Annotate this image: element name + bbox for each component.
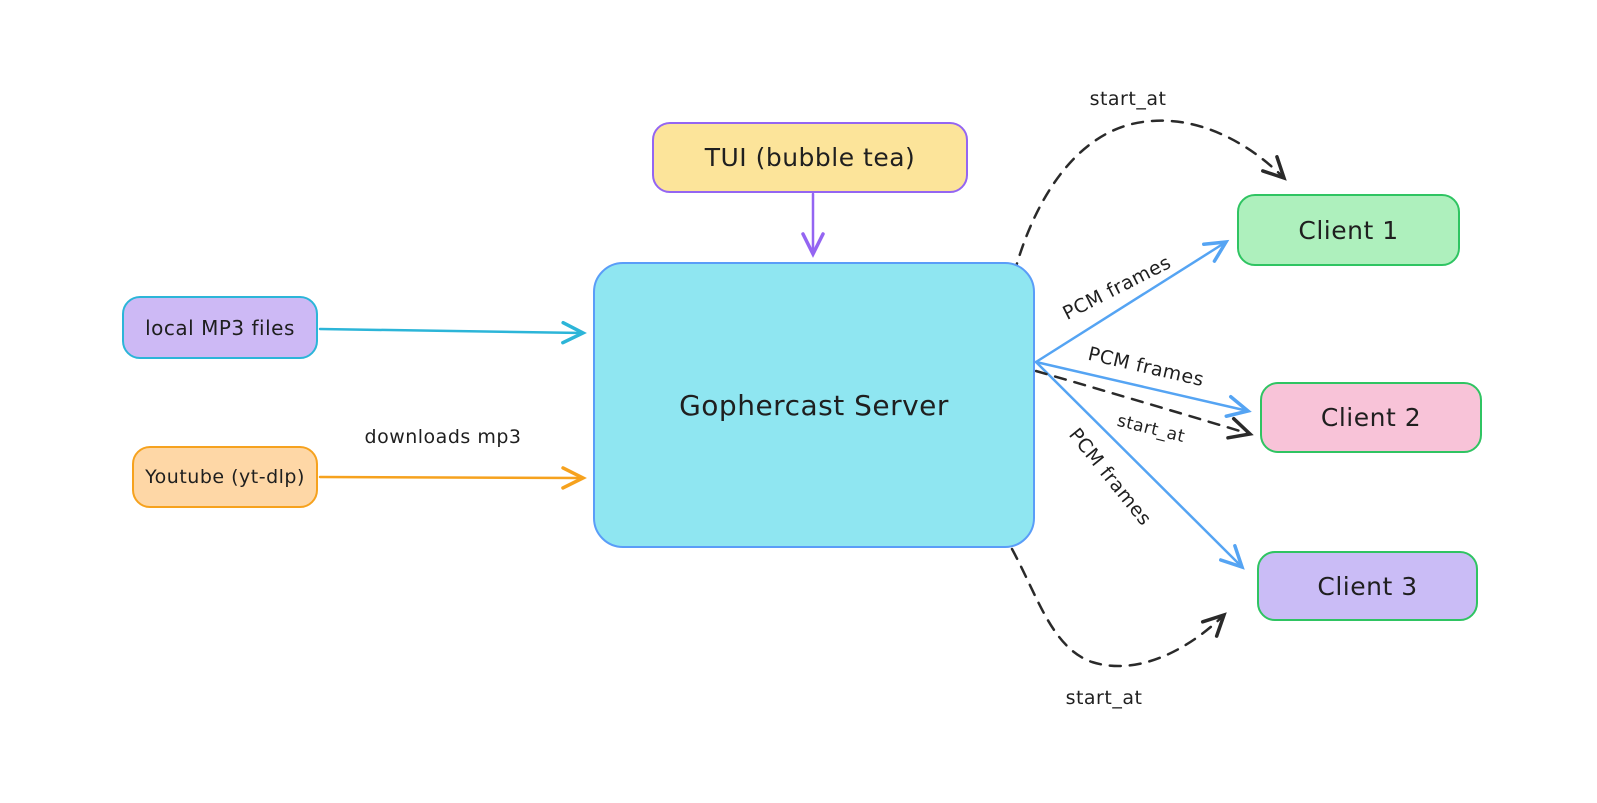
node-client-2: Client 2	[1260, 382, 1482, 453]
node-client-3: Client 3	[1257, 551, 1478, 621]
node-client2-label: Client 2	[1320, 403, 1422, 432]
node-local-mp3-files: local MP3 files	[122, 296, 318, 359]
node-client1-label: Client 1	[1298, 215, 1399, 245]
node-client3-label: Client 3	[1317, 571, 1418, 601]
node-client-1: Client 1	[1237, 194, 1460, 266]
node-gophercast-server: Gophercast Server	[593, 262, 1035, 548]
edge-label-start-at-client1: start_at	[1089, 88, 1167, 110]
arrow-localmp3-to-server	[318, 320, 587, 345]
node-tui-label: TUI (bubble tea)	[704, 143, 916, 172]
arrow-startat-to-client2	[1034, 369, 1254, 440]
arrow-youtube-to-server	[318, 466, 587, 490]
arrow-pcm-to-client3	[1034, 360, 1245, 570]
arrow-startat-to-client3	[1010, 547, 1227, 668]
arrow-pcm-to-client1	[1034, 239, 1230, 364]
node-server-label: Gophercast Server	[679, 388, 949, 422]
arrow-pcm-to-client2	[1034, 360, 1252, 418]
node-local-mp3-label: local MP3 files	[145, 315, 295, 340]
node-youtube-label: Youtube (yt-dlp)	[145, 466, 305, 488]
edge-label-downloads-mp3: downloads mp3	[364, 426, 522, 448]
edge-label-start-at-client3: start_at	[1065, 687, 1143, 709]
node-tui: TUI (bubble tea)	[652, 122, 968, 193]
node-youtube: Youtube (yt-dlp)	[132, 446, 318, 508]
arrow-startat-to-client1	[1012, 119, 1287, 276]
